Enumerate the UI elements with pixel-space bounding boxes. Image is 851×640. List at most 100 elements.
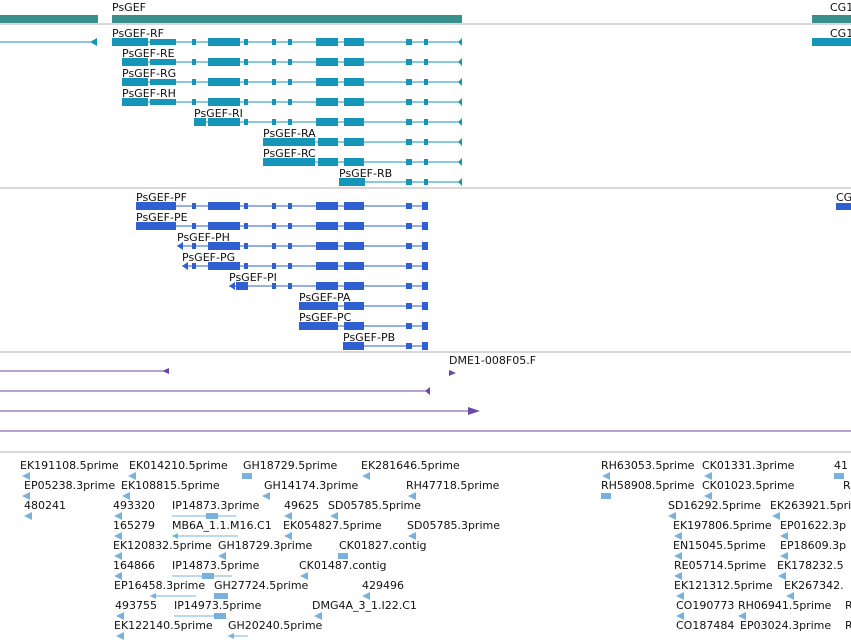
rna-row-rb[interactable] (339, 178, 462, 186)
rna-left-partial-arrow (90, 38, 97, 46)
protein-row-pc[interactable] (299, 322, 428, 330)
est-row-9-glyphs[interactable] (116, 632, 248, 640)
rna-track: PsGEF-RF PsGEF-RE PsGEF-RG (0, 27, 851, 186)
match-track: DME1-008F05.F (0, 354, 851, 432)
protein-row-pg[interactable] (182, 262, 428, 270)
est-label: EK281646.5prime (361, 459, 460, 472)
est-label: 165279 (113, 519, 155, 532)
est-label: GH18729.3prime (218, 539, 313, 552)
est-label: SD05785.5prime (328, 499, 421, 512)
est-label: CO190773 (676, 599, 734, 612)
rna-label-rg: PsGEF-RG (122, 67, 176, 80)
protein-label-pg: PsGEF-PG (182, 251, 235, 264)
est-label: EK122140.5prime (114, 619, 213, 632)
rna-right-partial[interactable] (812, 38, 851, 46)
rna-row-rf[interactable] (112, 38, 462, 46)
match-feature-small[interactable] (449, 370, 456, 376)
rna-row-rg[interactable] (122, 78, 462, 86)
est-row-1-glyphs[interactable] (22, 472, 844, 480)
est-track: EK191108.5prime EK014210.5prime GH18729.… (20, 459, 851, 640)
est-label: EK178232.5 (777, 559, 844, 572)
est-label: EP03024.3prime (740, 619, 831, 632)
est-row-7-glyphs[interactable] (150, 592, 794, 600)
gene-strand-arrow (112, 15, 118, 23)
est-label: DMG4A_3_1.I22.C1 (312, 599, 417, 612)
protein-row-pb[interactable] (343, 342, 428, 350)
est-label: SD05785.3prime (407, 519, 500, 532)
est-label: EK054827.5prime (283, 519, 382, 532)
est-label: CK01827.contig (339, 539, 426, 552)
est-label: EP16458.3prime (114, 579, 205, 592)
protein-row-pa[interactable] (299, 302, 428, 310)
est-label: R (845, 619, 851, 632)
protein-right-partial[interactable] (836, 203, 851, 210)
rna-label-re: PsGEF-RE (122, 47, 175, 60)
gene-label: PsGEF (112, 1, 146, 14)
est-label: EK121312.5prime (674, 579, 773, 592)
est-label: RH06941.5prime (738, 599, 832, 612)
est-label: 480241 (24, 499, 66, 512)
rna-row-rc[interactable] (263, 158, 462, 166)
est-label: CO187484 (676, 619, 734, 632)
est-label: EK263921.5prime (770, 499, 851, 512)
est-label: RH58908.5prime (601, 479, 695, 492)
match-label: DME1-008F05.F (449, 354, 536, 367)
est-label: 429496 (362, 579, 404, 592)
match-arrow-1 (162, 368, 169, 374)
est-label: CK01023.5prime (702, 479, 795, 492)
gene-track: PsGEF CG1 (0, 1, 851, 23)
est-label: EK014210.5prime (129, 459, 228, 472)
est-row-3-glyphs[interactable] (24, 512, 780, 520)
est-label: R (845, 599, 851, 612)
est-label: EN15045.5prime (673, 539, 766, 552)
protein-label-pb: PsGEF-PB (343, 331, 395, 344)
protein-row-pe[interactable] (136, 222, 428, 230)
est-row-4-glyphs[interactable] (114, 532, 788, 540)
protein-label-pf: PsGEF-PF (136, 191, 187, 204)
rna-row-re[interactable] (122, 58, 462, 66)
protein-label-pa: PsGEF-PA (299, 291, 351, 304)
protein-label-pi: PsGEF-PI (229, 271, 277, 284)
est-label: RH63053.5prime (601, 459, 695, 472)
protein-label-pe: PsGEF-PE (136, 211, 188, 224)
est-row-6-glyphs[interactable] (114, 572, 786, 580)
match-arrow-2 (425, 387, 430, 395)
rna-label-rh: PsGEF-RH (122, 87, 176, 100)
protein-label-ph: PsGEF-PH (177, 231, 230, 244)
est-label: IP14873.5prime (172, 559, 260, 572)
rna-row-ra[interactable] (263, 138, 462, 146)
est-row-5-glyphs[interactable] (114, 552, 788, 560)
protein-track: PsGEF-PF PsGEF-PE PsGEF-PH (136, 191, 851, 350)
protein-row-ph[interactable] (177, 242, 428, 250)
est-row-2-glyphs[interactable] (22, 492, 712, 500)
est-label: EP05238.3prime (24, 479, 115, 492)
rna-label-ri: PsGEF-RI (194, 107, 243, 120)
est-label: R (843, 479, 851, 492)
est-label: 493755 (115, 599, 157, 612)
est-label: GH14174.3prime (264, 479, 359, 492)
est-label: GH20240.5prime (228, 619, 323, 632)
gene-glyph-left[interactable] (0, 15, 98, 23)
protein-label-right: CG (836, 191, 851, 204)
protein-label-pc: PsGEF-PC (299, 311, 352, 324)
est-label: SD16292.5prime (668, 499, 761, 512)
protein-row-pf[interactable] (136, 202, 428, 210)
gene-glyph-right[interactable] (812, 15, 851, 23)
est-row-8-glyphs[interactable] (116, 612, 746, 620)
rna-row-ri[interactable] (194, 118, 462, 126)
est-label: GH18729.5prime (243, 459, 338, 472)
rna-row-rh[interactable] (122, 98, 462, 106)
gene-label-right: CG1 (830, 1, 851, 14)
est-label: CK01331.3prime (702, 459, 795, 472)
rna-label-rc: PsGEF-RC (263, 147, 316, 160)
est-label: IP14973.5prime (174, 599, 262, 612)
est-label: EK191108.5prime (20, 459, 119, 472)
est-label: EK108815.5prime (121, 479, 220, 492)
est-label: RH47718.5prime (406, 479, 500, 492)
est-label: 164866 (113, 559, 155, 572)
rna-label-rb: PsGEF-RB (339, 167, 392, 180)
est-label: IP14873.3prime (172, 499, 260, 512)
est-label: EP01622.3p (780, 519, 846, 532)
gene-glyph-psgef[interactable] (112, 15, 462, 23)
protein-row-pi[interactable] (229, 282, 428, 290)
